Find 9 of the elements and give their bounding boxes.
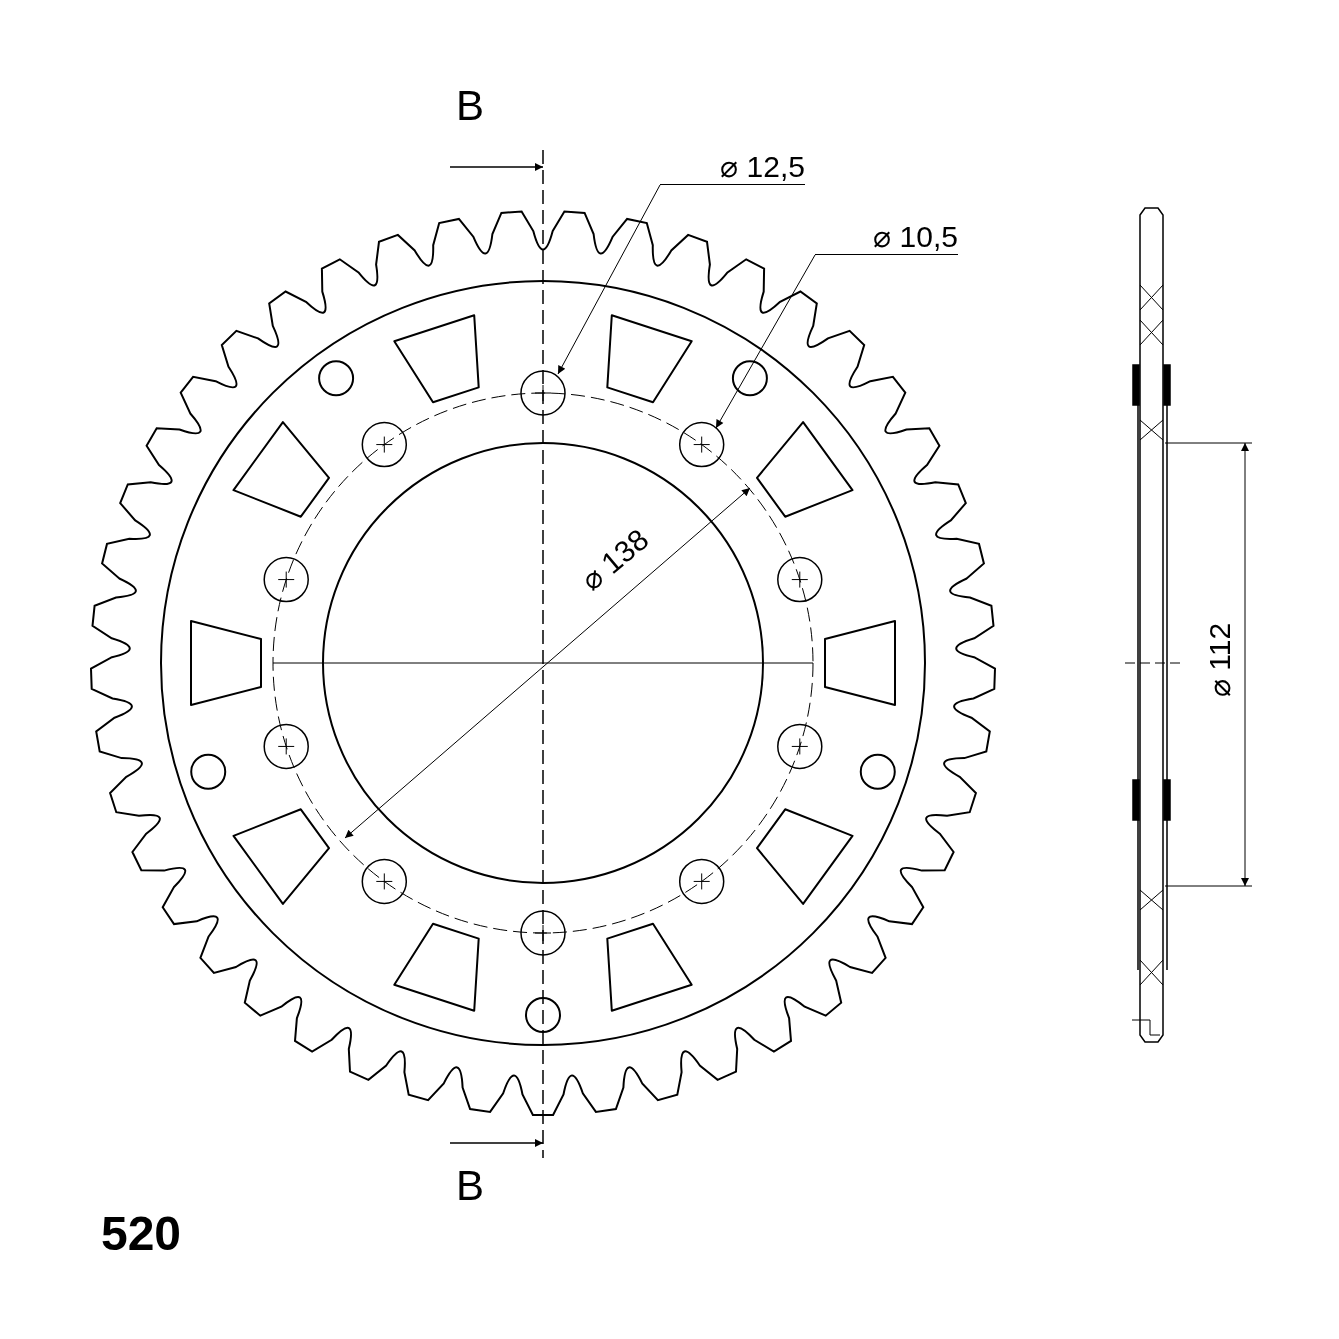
leader-line	[715, 254, 816, 429]
callout-label: ⌀ 10,5	[815, 215, 958, 255]
dimension-label: ⌀ 112	[1205, 621, 1235, 700]
section-label: B	[455, 85, 485, 127]
callout-label: ⌀ 12,5	[660, 145, 805, 185]
dimension-label: ⌀ 138	[573, 521, 656, 599]
chain-size-label: 520	[99, 1210, 183, 1258]
leader-line	[557, 184, 661, 375]
section-label: B	[455, 1165, 485, 1207]
